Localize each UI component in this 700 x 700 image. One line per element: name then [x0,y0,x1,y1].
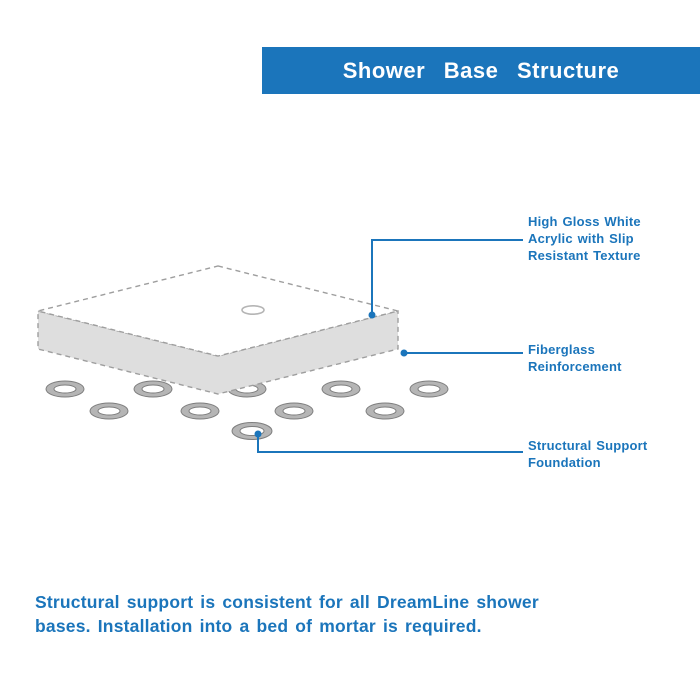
support-rings [45,380,449,440]
support-ring [321,380,361,398]
support-ring [365,402,405,420]
connector-acrylic [368,239,523,319]
drain-icon [241,304,265,315]
support-ring [45,380,85,398]
label-support-foundation: Structural Support Foundation [528,438,648,470]
header-banner: Shower Base Structure [262,47,700,94]
fiberglass-layer [37,310,399,395]
support-ring [89,402,129,420]
connector-support [254,430,523,453]
label-fiberglass-layer: Fiberglass Reinforcement [528,342,622,374]
connector-dot [400,349,408,357]
connector-dot [368,311,376,319]
connector-dot [254,430,262,438]
support-ring [133,380,173,398]
acrylic-top-layer [37,265,399,357]
support-ring [180,402,220,420]
support-ring-front [231,422,273,440]
footer-note: Structural support is consistent for all… [35,592,539,637]
support-ring [409,380,449,398]
label-acrylic-layer: High Gloss White Acrylic with Slip Resis… [528,214,641,263]
support-ring [274,402,314,420]
page-title: Shower Base Structure [342,57,620,83]
connector-fiberglass [400,349,523,357]
